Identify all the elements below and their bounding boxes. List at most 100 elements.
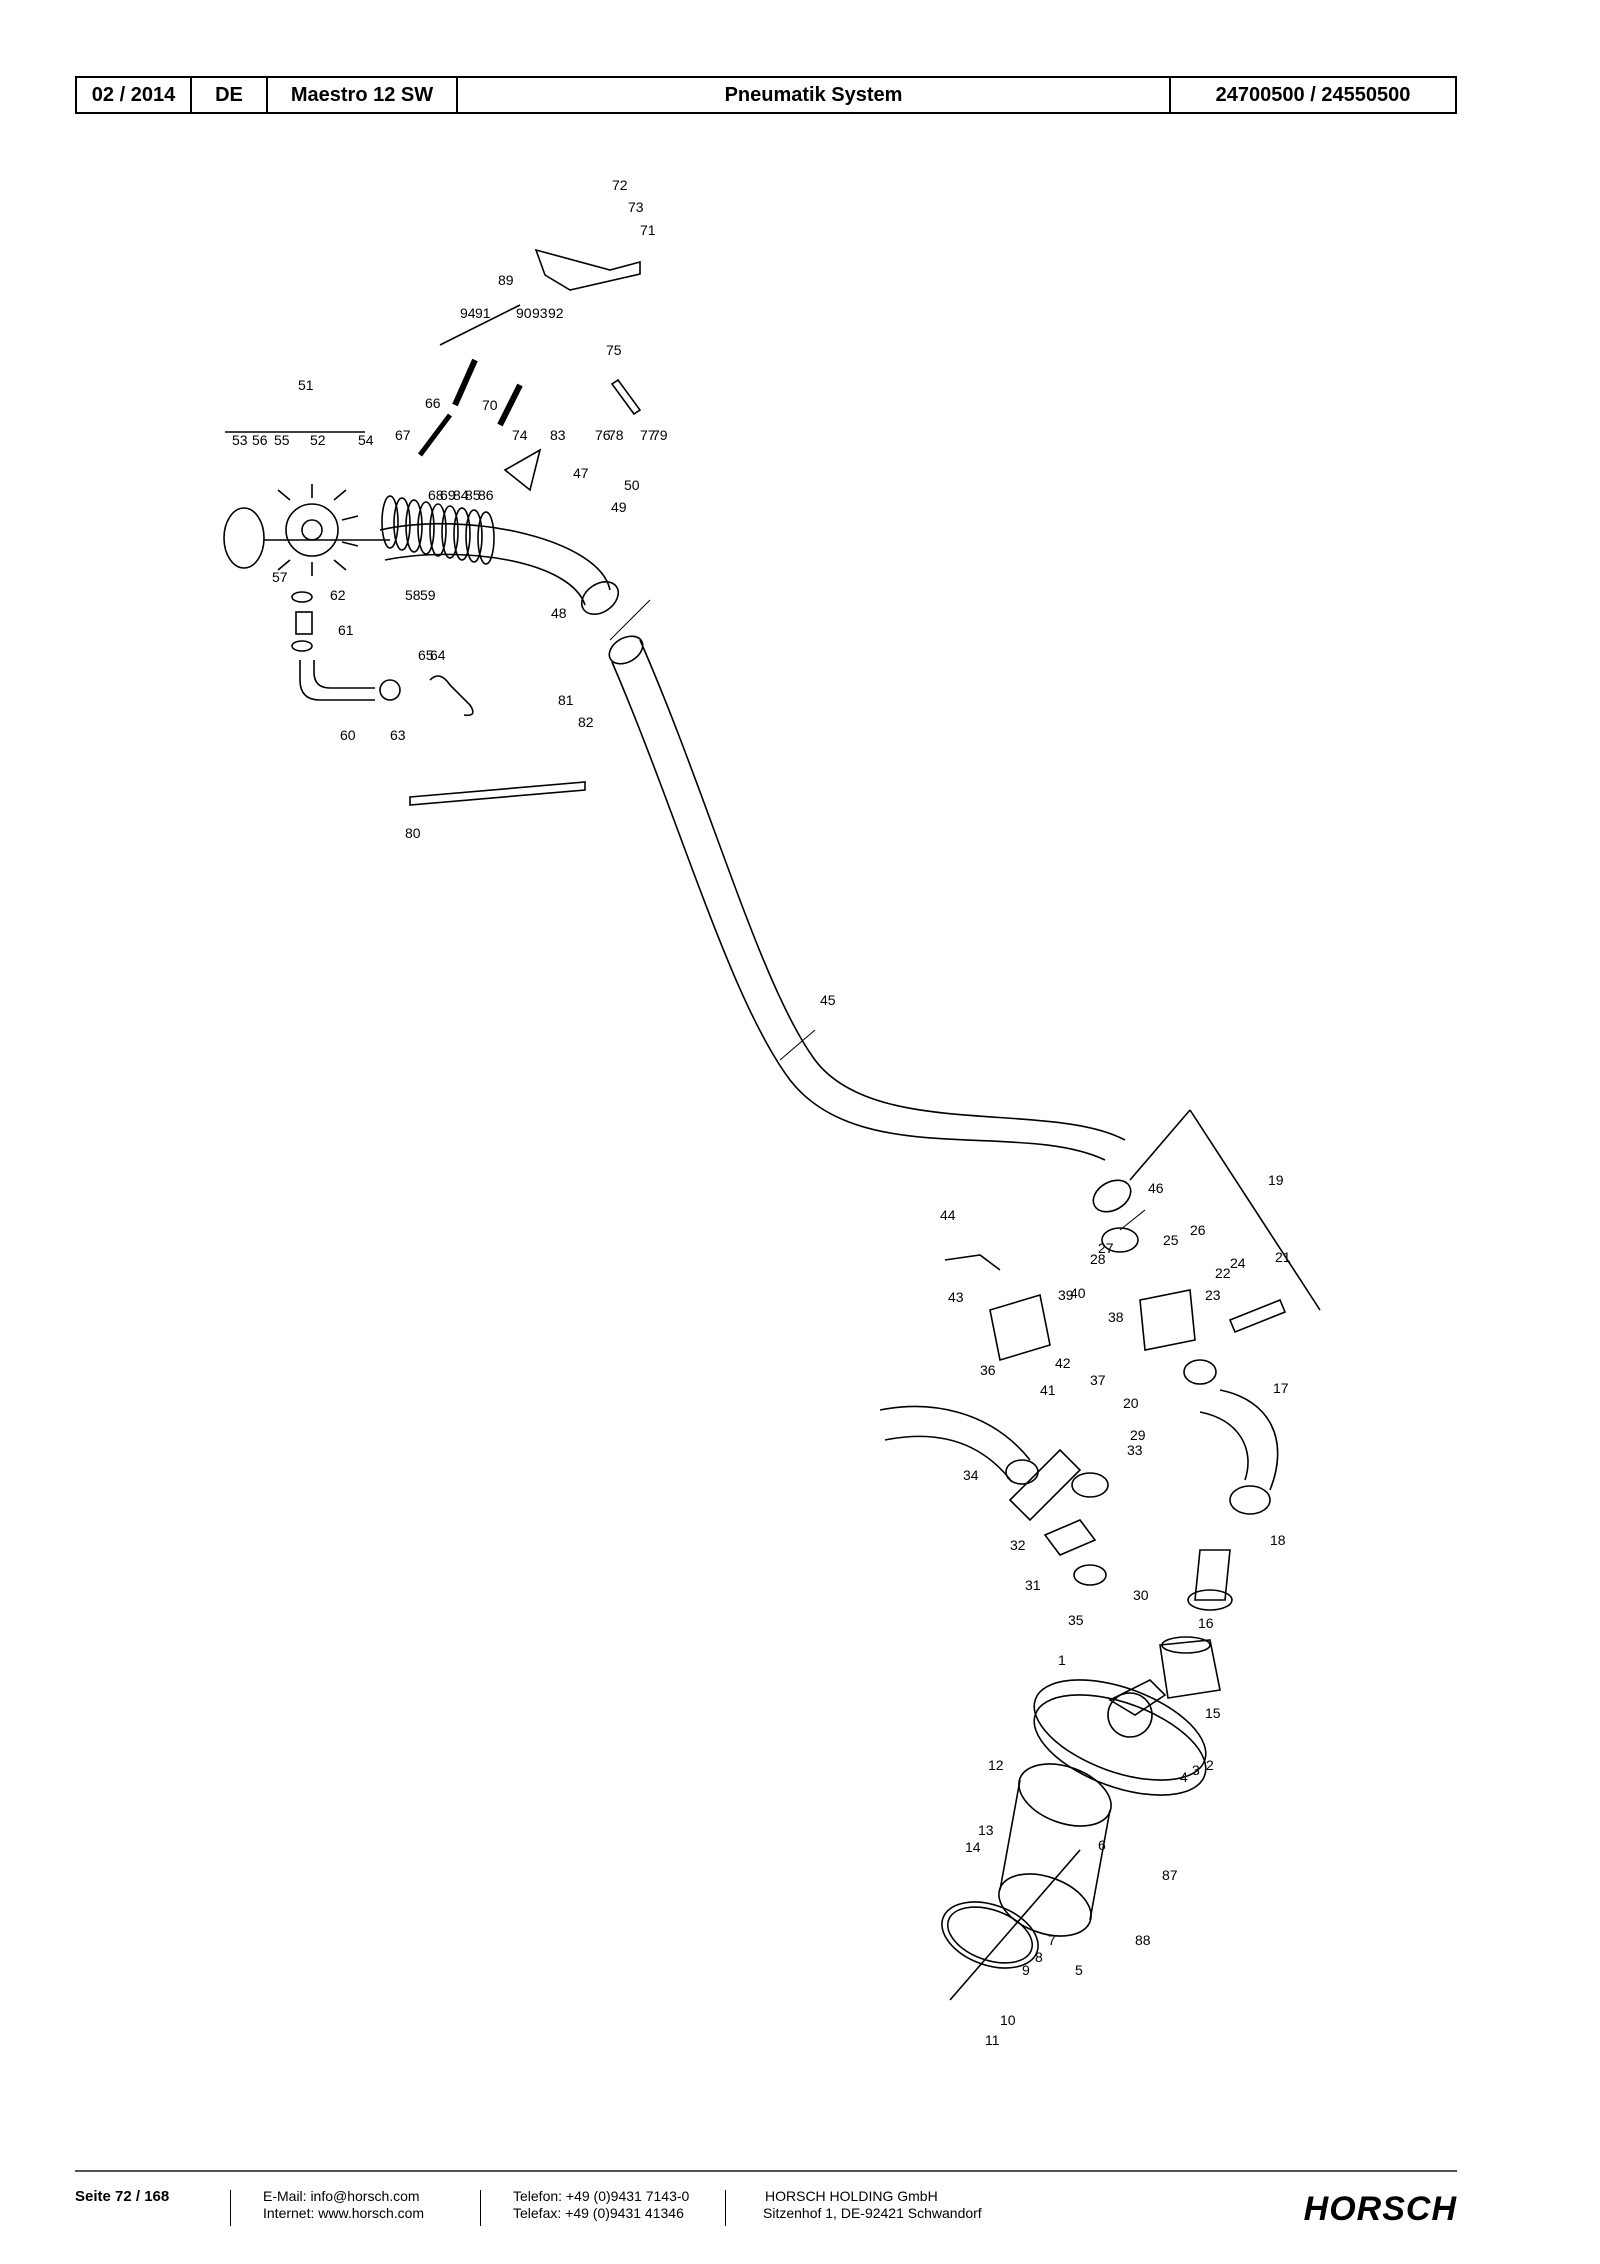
- callout: 12: [988, 1757, 1004, 1773]
- phone: Telefon: +49 (0)9431 7143-0: [513, 2188, 690, 2204]
- callout: 50: [624, 477, 640, 493]
- callout: 49: [611, 499, 627, 515]
- callout: 25: [1163, 1232, 1179, 1248]
- page-footer: Seite 72 / 168 E-Mail: info@horsch.com I…: [75, 2184, 1457, 2234]
- group-bracket-19: [1129, 1109, 1321, 1311]
- callout: 38: [1108, 1309, 1124, 1325]
- callout: 94: [460, 305, 476, 321]
- cover-7: [941, 1901, 1039, 1969]
- callout: 77: [640, 427, 656, 443]
- ring-35: [1073, 1564, 1107, 1586]
- callout: 6: [1098, 1837, 1106, 1853]
- callout: 17: [1273, 1380, 1289, 1396]
- callout: 69: [440, 487, 456, 503]
- plate-32: [1008, 1448, 1082, 1522]
- callout: 93: [532, 305, 548, 321]
- callout: 27: [1098, 1240, 1114, 1256]
- callout: 56: [252, 432, 268, 448]
- callout: 81: [558, 692, 574, 708]
- callout: 60: [340, 727, 356, 743]
- hose-34: [879, 1405, 1031, 1483]
- group-bracket-5: [949, 1849, 1081, 2001]
- callout: 74: [512, 427, 528, 443]
- page-number: Seite 72 / 168: [75, 2188, 170, 2205]
- callout: 71: [640, 222, 656, 238]
- website: Internet: www.horsch.com: [263, 2205, 425, 2221]
- callout: 26: [1190, 1222, 1206, 1238]
- connector-16: [1194, 1549, 1231, 1601]
- callout: 43: [948, 1289, 964, 1305]
- callout: 30: [1133, 1587, 1149, 1603]
- blower-housing-1: [1033, 1679, 1207, 1796]
- callout: 82: [578, 714, 594, 730]
- sleeve-15: [1159, 1639, 1221, 1699]
- callout: 91: [475, 305, 491, 321]
- callout: 22: [1215, 1265, 1231, 1281]
- callout: 88: [1135, 1932, 1151, 1948]
- callout: 48: [551, 605, 567, 621]
- strip-21: [1228, 1298, 1287, 1334]
- clamp-63: [379, 679, 401, 701]
- callout: 63: [390, 727, 406, 743]
- callout: 23: [1205, 1287, 1221, 1303]
- callout: 53: [232, 432, 248, 448]
- callout: 68: [428, 487, 444, 503]
- hose-end-46-upper: [608, 635, 644, 665]
- callout: 52: [310, 432, 326, 448]
- callout: 72: [612, 177, 628, 193]
- callout: 7: [1048, 1932, 1056, 1948]
- callout: 76: [595, 427, 611, 443]
- ring-18: [1183, 1359, 1217, 1385]
- callout: 31: [1025, 1577, 1041, 1593]
- callout: 70: [482, 397, 498, 413]
- ring-33: [1071, 1472, 1109, 1498]
- callout: 1: [1058, 1652, 1066, 1668]
- callout: 35: [1068, 1612, 1084, 1628]
- leader-lines: [609, 599, 1146, 1231]
- group-bracket-89: [439, 304, 521, 346]
- callout: 64: [430, 647, 446, 663]
- callout: 62: [330, 587, 346, 603]
- callout: 32: [1010, 1537, 1026, 1553]
- callout: 13: [978, 1822, 994, 1838]
- bracket-75: [610, 378, 642, 416]
- callout: 33: [1127, 1442, 1143, 1458]
- callout: 8: [1035, 1949, 1043, 1965]
- callout: 75: [606, 342, 622, 358]
- section-title-cell: Pneumatik System: [458, 78, 1171, 112]
- part-number-cell: 24700500 / 24550500: [1215, 83, 1411, 106]
- callout: 37: [1090, 1372, 1106, 1388]
- callout: 42: [1055, 1355, 1071, 1371]
- callout: 58: [405, 587, 421, 603]
- bellows-section: [381, 495, 495, 565]
- callout: 59: [420, 587, 436, 603]
- callout: 21: [1275, 1249, 1291, 1265]
- pipe-43: [944, 1254, 1001, 1271]
- callout: 73: [628, 199, 644, 215]
- callout: 89: [498, 272, 514, 288]
- handle-83: [503, 448, 542, 492]
- callout: 57: [272, 569, 288, 585]
- date-cell: 02 / 2014: [77, 78, 192, 112]
- callout: 28: [1090, 1251, 1106, 1267]
- cover-53: [223, 507, 265, 569]
- callout: 44: [940, 1207, 956, 1223]
- callout: 90: [516, 305, 532, 321]
- strip-66: [418, 413, 452, 457]
- callout: 83: [550, 427, 566, 443]
- callout: 39: [1058, 1287, 1074, 1303]
- callout: 2: [1206, 1757, 1214, 1773]
- callout: 79: [652, 427, 668, 443]
- callout: 24: [1230, 1255, 1246, 1271]
- callout: 47: [573, 465, 589, 481]
- footer-rule: [75, 2170, 1457, 2172]
- callout: 46: [1148, 1180, 1164, 1196]
- company-address: Sitzenhof 1, DE-92421 Schwandorf: [763, 2205, 982, 2221]
- callout: 11: [985, 2032, 1000, 2048]
- bend-17: [1199, 1389, 1279, 1491]
- callout: 29: [1130, 1427, 1146, 1443]
- housing-36: [989, 1293, 1051, 1362]
- callout: 87: [1162, 1867, 1178, 1883]
- bracket-80: [409, 781, 586, 806]
